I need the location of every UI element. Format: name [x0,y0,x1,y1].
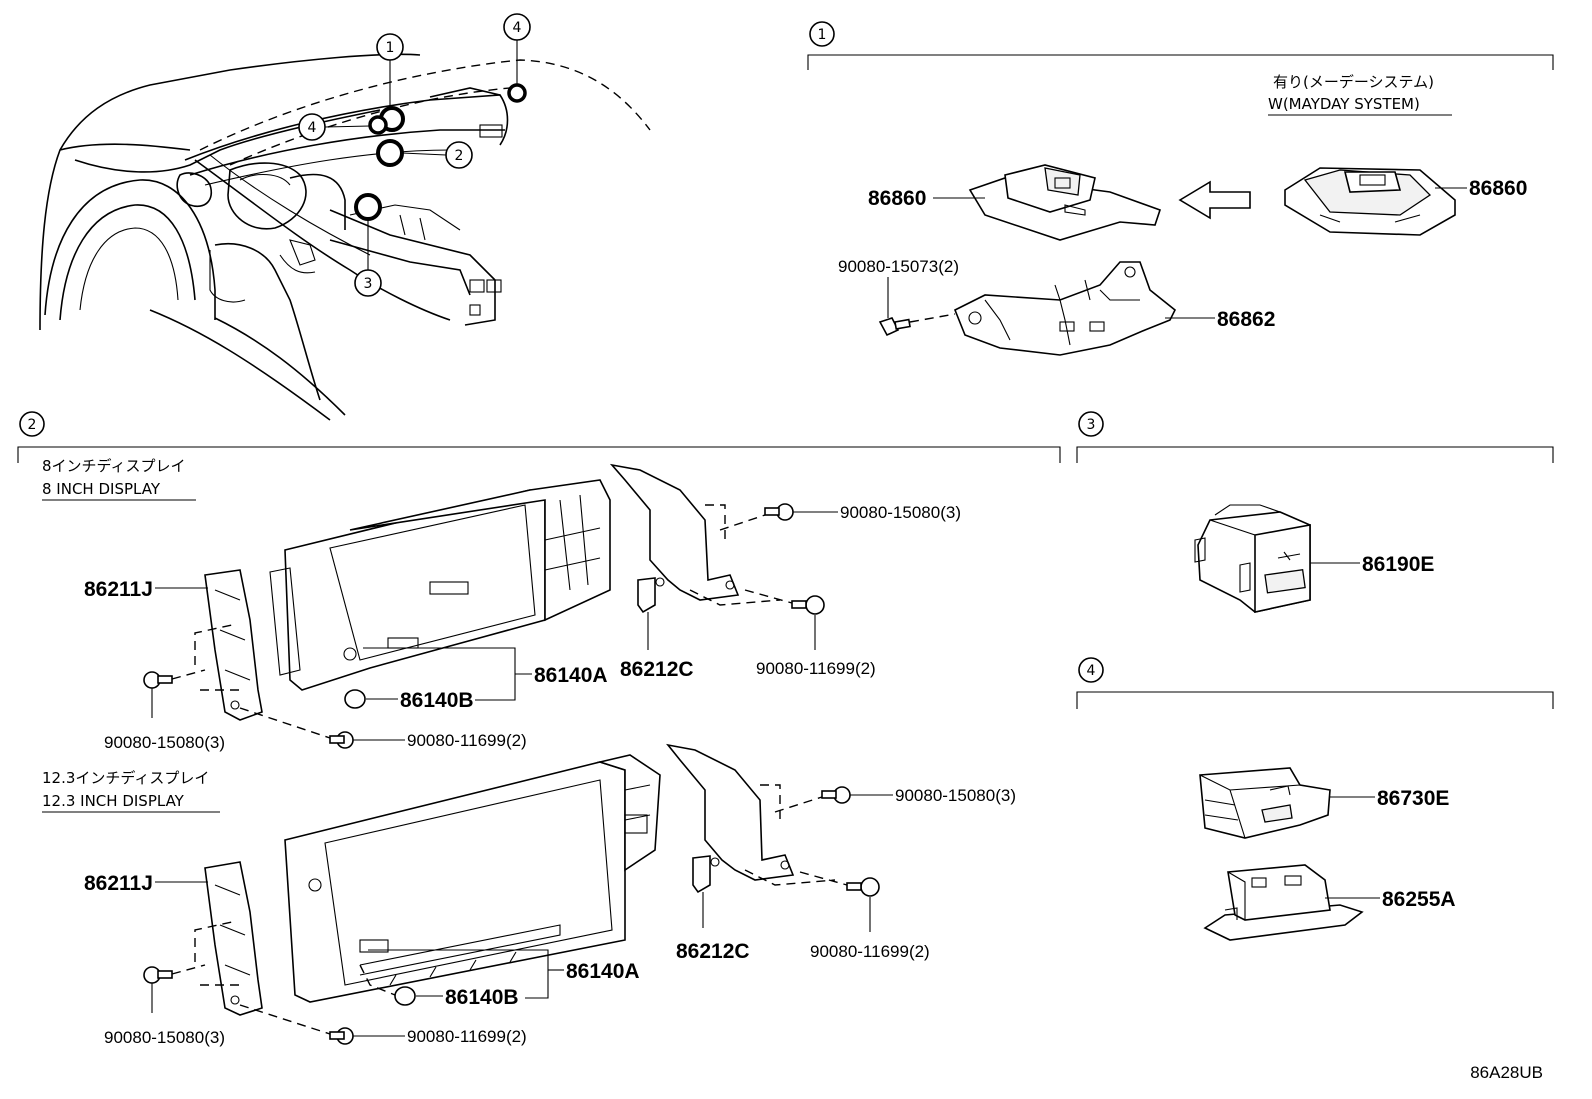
display12-title-en: 12.3 INCH DISPLAY [42,792,185,810]
display12-title-jp: 12.3インチディスプレイ [42,769,209,787]
display8-part-86140A: 86140A [534,664,608,687]
section-2: 2 8インチディスプレイ 8 INCH DISPLAY 86211J 90080… [17,411,1061,1047]
section-3-number: 3 [1087,417,1096,433]
diagram-code: 86A28UB [1470,1063,1543,1082]
display12-part-86140A: 86140A [566,960,640,983]
charger-bezel-icon [1203,864,1364,941]
part-86860-right: 86860 [1469,177,1527,200]
bolt-icon [821,786,851,804]
part-86255A: 86255A [1382,888,1456,911]
section-4: 4 86730E 86255A [1076,657,1554,941]
section-1-number: 1 [818,27,827,43]
left-bracket-icon [194,861,263,1016]
bolt-icon [143,671,173,689]
bolt-icon [143,966,173,984]
display12-part-86140B: 86140B [445,986,519,1009]
vehicle-overview: 1 4 4 2 3 [39,13,651,421]
part-86860-left: 86860 [868,187,926,210]
section-1: 1 有り(メーデーシステム) W(MAYDAY SYSTEM) 86860 86… [807,21,1554,356]
right-bracket-icon [666,743,836,886]
display12-part-90080-15080-left: 90080-15080(3) [104,1028,225,1047]
mayday-note-en: W(MAYDAY SYSTEM) [1268,95,1420,113]
display8-part-90080-15080-right: 90080-15080(3) [840,503,961,522]
display8-part-90080-15080-left: 90080-15080(3) [104,733,225,752]
usb-charger-icon [1199,767,1331,839]
knob-icon [344,689,366,709]
display12-part-90080-15080-right: 90080-15080(3) [895,786,1016,805]
display8-part-86140B: 86140B [400,689,474,712]
display8-part-86212C: 86212C [620,658,694,681]
callout-4: 4 [513,20,522,36]
callout-3: 3 [364,276,373,292]
mayday-module-icon [1284,167,1456,236]
part-86730E: 86730E [1377,787,1449,810]
display12-part-86212C: 86212C [676,940,750,963]
bolt-icon [791,595,825,615]
section-2-number: 2 [28,417,37,433]
display-8inch-icon [269,479,611,691]
part-90080-15073: 90080-15073(2) [838,257,959,276]
display8-title-en: 8 INCH DISPLAY [42,480,161,498]
display8-part-90080-11699-right: 90080-11699(2) [756,659,876,678]
section-3: 3 86190E [1076,411,1554,613]
display8-title-jp: 8インチディスプレイ [42,457,186,475]
knob-icon [394,986,416,1006]
callout-1: 1 [386,40,395,56]
display-12inch-icon [284,754,661,1003]
display12-part-90080-11699-bottom: 90080-11699(2) [407,1027,527,1046]
mayday-module-icon [968,164,1162,241]
display12-part-90080-11699-right: 90080-11699(2) [810,942,930,961]
replacement-arrow-icon [1178,180,1251,220]
part-86862: 86862 [1217,308,1275,331]
display8-part-86211J: 86211J [84,578,153,601]
display12-part-86211J: 86211J [84,872,153,895]
display8-part-90080-11699-bottom: 90080-11699(2) [407,731,527,750]
part-86190E: 86190E [1362,553,1434,576]
callout-2: 2 [455,148,464,164]
section-4-number: 4 [1087,663,1096,679]
bolt-icon [329,731,354,749]
bolt-icon [846,877,880,897]
usb-port-icon [1194,504,1311,613]
bolt-icon [764,503,794,521]
bolt-icon [329,1027,354,1045]
bolt-icon [878,317,911,337]
left-bracket-icon [194,569,263,721]
mounting-bracket-icon [953,261,1177,356]
mayday-note-jp: 有り(メーデーシステム) [1273,73,1434,91]
callout-4: 4 [308,120,317,136]
right-bracket-icon [609,463,781,606]
